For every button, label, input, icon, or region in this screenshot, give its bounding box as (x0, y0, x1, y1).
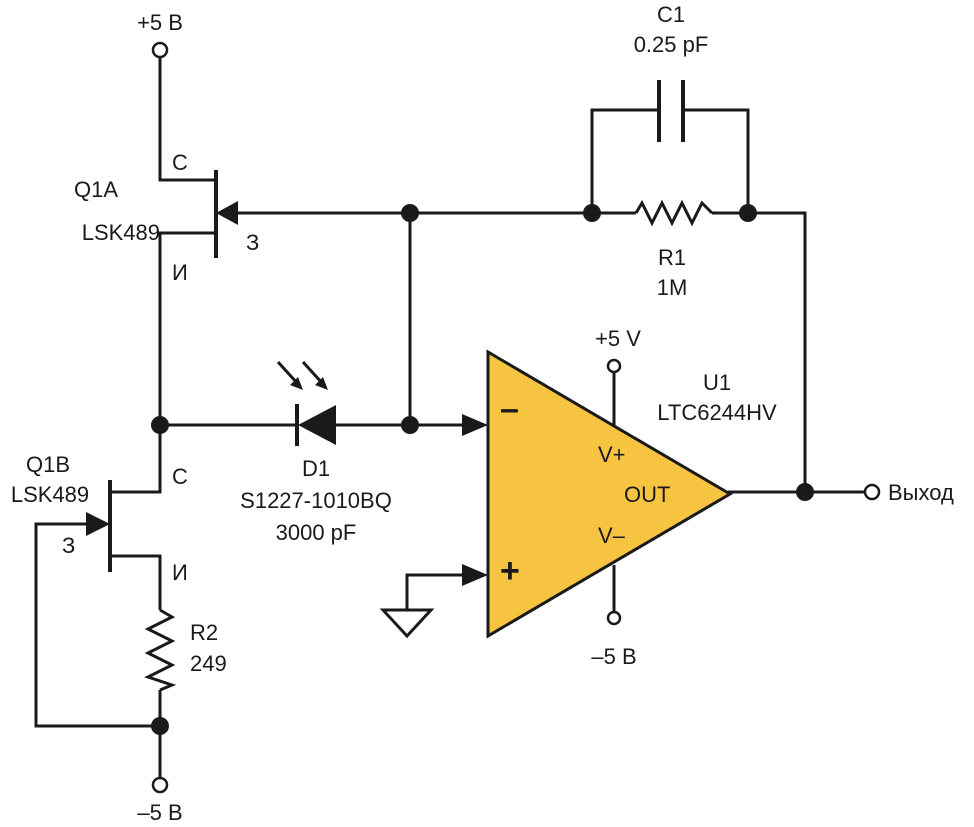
q1b-collector-label: С (172, 464, 188, 489)
opamp-plus-sign: + (500, 552, 520, 590)
r2-ref-label: R2 (190, 620, 218, 645)
d1-part-label: S1227-1010BQ (240, 488, 392, 513)
q1a-gate-arrow (216, 201, 238, 225)
terminal-bottom-supply (151, 776, 169, 794)
ground-icon (379, 608, 435, 639)
terminal-opamp-vpos (606, 358, 622, 374)
q1b-gate-arrow (86, 512, 110, 536)
wire-feedback-out (748, 211, 807, 492)
q1a-transistor (214, 170, 238, 258)
q1a-base-label: З (246, 230, 259, 255)
supply-bottom-label: –5 В (137, 800, 182, 825)
opamp-triangle (486, 349, 733, 639)
wire-q1b-collector (110, 425, 162, 494)
q1a-part-label: LSK489 (82, 220, 160, 245)
d1-photodiode (276, 360, 336, 446)
q1a-collector-label: С (172, 150, 188, 175)
wire-q1b-emitter (110, 554, 162, 610)
opamp-out-label: OUT (624, 482, 670, 507)
junction-dot (151, 416, 169, 434)
wire-q1a-collector (158, 57, 216, 182)
u1-ref-label: U1 (703, 370, 731, 395)
u1-opamp: – + V+ V– OUT (462, 349, 733, 639)
c1-ref-label: C1 (657, 2, 685, 27)
d1-ref-label: D1 (302, 456, 330, 481)
r1-ref-label: R1 (658, 245, 686, 270)
r1-resistor (634, 199, 714, 227)
terminal-top-supply (151, 41, 169, 59)
c1-capacitor (657, 80, 685, 142)
q1b-base-label: З (62, 533, 75, 558)
opamp-vneg-label: V– (598, 523, 626, 548)
terminal-opamp-vneg (606, 610, 622, 626)
u1-part-label: LTC6244HV (657, 400, 777, 425)
light-arrow-2-head (315, 377, 328, 390)
junction-dot (151, 717, 169, 735)
noninverting-input-arrow (462, 564, 488, 586)
wire-c1-right (685, 108, 750, 213)
q1a-ref-label: Q1A (74, 177, 118, 202)
junction-dot (583, 204, 601, 222)
r2-resistor (144, 608, 177, 692)
wire-c1-left (590, 108, 657, 213)
r2-value-label: 249 (190, 651, 227, 676)
junctions (151, 204, 814, 735)
opamp-supply-neg-label: –5 В (591, 644, 636, 669)
light-arrow-1-head (290, 377, 303, 390)
opamp-supply-pos-label: +5 V (595, 326, 641, 351)
q1b-ref-label: Q1B (26, 452, 70, 477)
c1-value-label: 0.25 pF (634, 32, 709, 57)
supply-top-label: +5 В (137, 10, 183, 35)
labels: +5 В –5 В +5 V –5 В Q1A LSK489 С И З Q1B… (11, 2, 954, 825)
q1b-part-label: LSK489 (11, 482, 89, 507)
q1b-emitter-label: И (172, 560, 188, 585)
d1-capacitance-label: 3000 pF (276, 520, 357, 545)
terminals (151, 41, 881, 794)
junction-dot (401, 204, 419, 222)
wire-q1b-base-loop (34, 522, 160, 728)
d1-triangle (298, 405, 336, 445)
q1a-emitter-label: И (172, 260, 188, 285)
junction-dot (796, 483, 814, 501)
q1b-transistor (86, 480, 112, 572)
junction-dot (401, 416, 419, 434)
r1-value-label: 1M (657, 275, 688, 300)
terminal-output (863, 483, 881, 501)
junction-dot (739, 204, 757, 222)
inverting-input-arrow (462, 414, 488, 436)
wire-ground-plus (405, 573, 470, 610)
opamp-vpos-label: V+ (598, 442, 626, 467)
wire-q1a-emitter (158, 231, 216, 425)
opamp-minus-sign: – (500, 390, 519, 428)
output-label: Выход (888, 480, 954, 505)
